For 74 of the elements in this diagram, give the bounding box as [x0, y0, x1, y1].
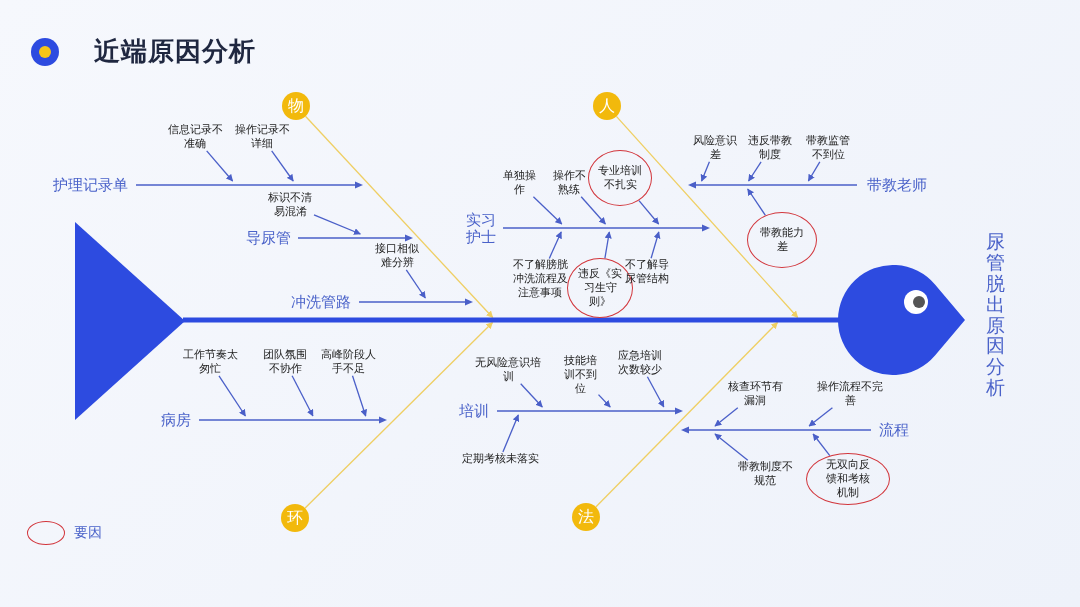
cause-text: 核查环节有漏洞	[725, 380, 785, 408]
arrow	[646, 376, 665, 408]
category-label: 冲洗管路	[288, 293, 354, 311]
branch-line	[359, 298, 473, 306]
branch-line	[497, 407, 683, 415]
category-label: 带教老师	[862, 176, 932, 194]
category-label: 流程	[876, 421, 912, 439]
category-badge: 法	[572, 503, 600, 531]
arrow	[714, 407, 739, 427]
arrow	[304, 115, 494, 319]
cause-text: 不了解导尿管结构	[623, 258, 671, 286]
arrow	[548, 231, 562, 260]
arrow	[638, 199, 660, 225]
arrow	[615, 115, 799, 319]
cause-text: 无风险意识培训	[473, 356, 543, 384]
arrow	[520, 383, 543, 408]
cause-text: 技能培训不到位	[561, 354, 599, 396]
branch-line	[136, 181, 363, 189]
arrow	[271, 150, 294, 182]
arrow	[807, 161, 821, 182]
cause-text: 不了解膀胱冲洗流程及注意事项	[510, 258, 570, 300]
category-badge: 人	[593, 92, 621, 120]
branch-line	[199, 416, 387, 424]
cause-text: 操作记录不详细	[232, 123, 292, 151]
cause-text: 违反带教制度	[746, 134, 794, 162]
cause-text: 团队氛围不协作	[261, 348, 309, 376]
cause-text: 带教制度不规范	[735, 460, 795, 488]
arrow	[351, 375, 368, 417]
cause-text: 操作不熟练	[550, 169, 588, 197]
cause-text: 单独操作	[500, 169, 538, 197]
cause-text: 信息记录不准确	[165, 123, 225, 151]
arrow	[532, 196, 563, 225]
cause-text: 风险意识差	[691, 134, 739, 162]
cause-text: 操作流程不完善	[815, 380, 885, 408]
cause-text: 应急培训次数较少	[616, 349, 664, 377]
branch-line	[298, 234, 413, 242]
arrow	[313, 214, 361, 235]
arrow	[747, 188, 767, 216]
category-badge: 物	[282, 92, 310, 120]
page-title: 近端原因分析	[94, 35, 256, 68]
category-label: 病房	[158, 411, 194, 429]
arrow	[502, 414, 520, 453]
branch-line	[503, 224, 710, 232]
legend-text: 要因	[74, 524, 102, 542]
category-label: 导尿管	[243, 229, 293, 247]
arrow	[218, 375, 247, 417]
arrow	[304, 321, 494, 509]
branch-line	[681, 426, 871, 434]
cause-text: 标识不清易混淆	[266, 191, 314, 219]
arrow	[808, 407, 834, 427]
category-badge: 环	[281, 504, 309, 532]
cause-text: 高峰阶段人手不足	[318, 348, 378, 376]
arrow	[812, 433, 831, 457]
cause-text: 定期考核未落实	[459, 452, 541, 466]
cause-text: 工作节奏太匆忙	[180, 348, 240, 376]
category-label: 护理记录单	[49, 176, 131, 194]
arrow	[700, 161, 711, 182]
arrow	[650, 231, 661, 259]
arrow	[604, 231, 612, 259]
arrow	[747, 161, 762, 182]
arrow	[580, 196, 607, 225]
cause-text: 接口相似难分辨	[373, 242, 421, 270]
arrow	[291, 375, 314, 417]
arrow	[714, 433, 749, 461]
arrow	[405, 269, 426, 299]
problem-label: 尿管脱出原因分析	[985, 231, 1005, 399]
category-label: 实习护士	[464, 211, 498, 245]
arrow	[595, 321, 779, 508]
fish-head	[838, 265, 966, 375]
branch-line	[688, 181, 857, 189]
arrow	[597, 393, 611, 408]
arrow	[206, 150, 234, 182]
cause-text: 带教监管不到位	[804, 134, 852, 162]
category-label: 培训	[456, 402, 492, 420]
